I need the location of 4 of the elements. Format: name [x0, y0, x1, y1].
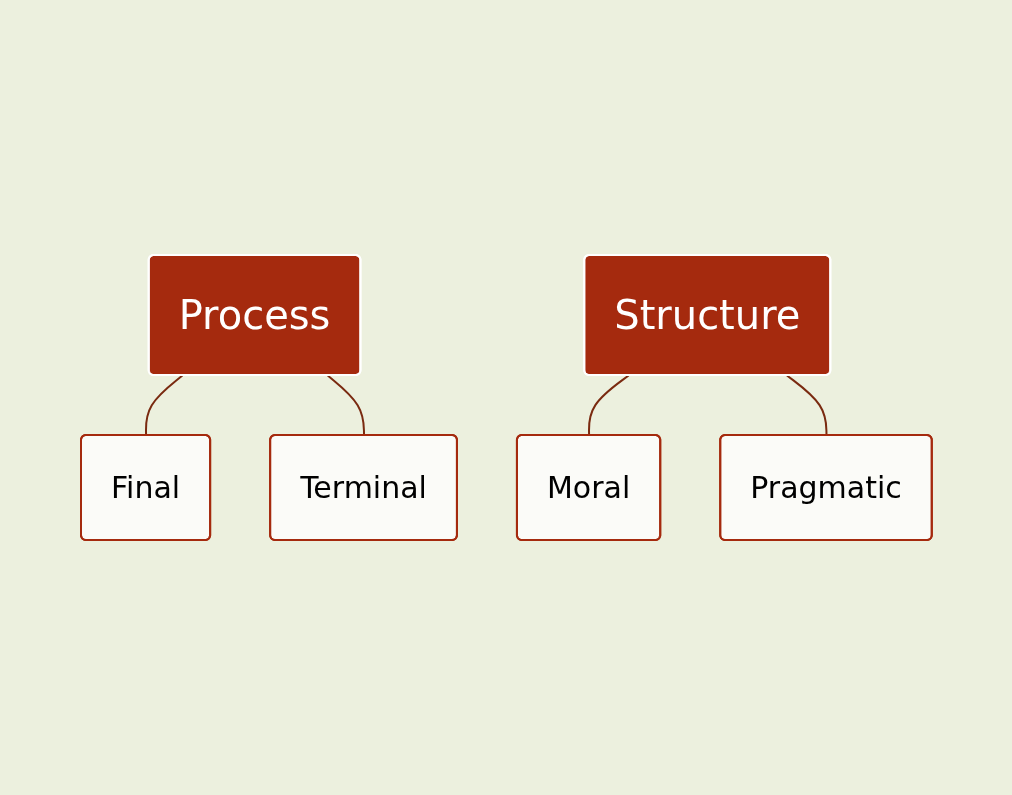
connector [326, 374, 365, 437]
connector [587, 374, 630, 437]
connector [144, 374, 183, 437]
connector [785, 374, 828, 437]
